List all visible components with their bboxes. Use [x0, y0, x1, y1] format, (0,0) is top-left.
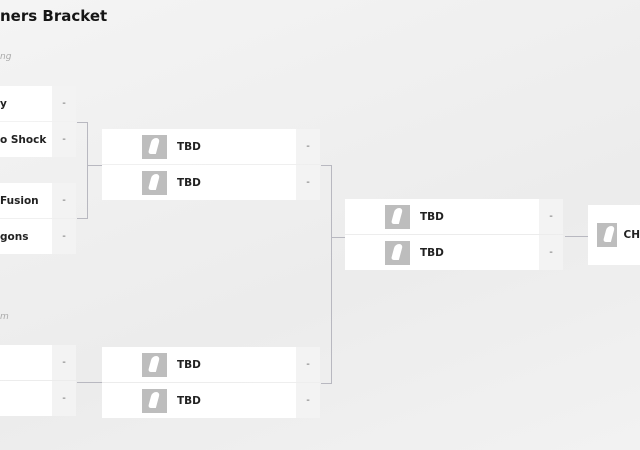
round-label: m: [0, 312, 9, 322]
score: -: [52, 122, 76, 157]
score: -: [539, 235, 563, 270]
team-logo-icon: [385, 204, 410, 229]
match-slot[interactable]: Fusion-: [0, 183, 76, 218]
round-label: ng: [0, 52, 12, 62]
champion-slot[interactable]: CH: [588, 205, 640, 265]
score: -: [296, 383, 320, 418]
match-slot[interactable]: TBD -: [102, 347, 320, 382]
team-name: o Shock: [0, 122, 52, 157]
connector: [332, 237, 345, 238]
team-logo-icon: [597, 223, 617, 247]
page-title: ners Bracket: [0, 7, 108, 25]
champion-label: CH: [623, 229, 640, 241]
team-name: gons: [0, 219, 52, 254]
match-slot[interactable]: -: [0, 381, 76, 416]
team-name: Fusion: [0, 183, 52, 218]
score: -: [539, 199, 563, 234]
team-name: [0, 381, 52, 416]
team-name: TBD: [177, 394, 201, 407]
score: -: [296, 165, 320, 200]
score: -: [52, 381, 76, 416]
team-logo-icon: [385, 240, 410, 265]
team-logo-icon: [142, 170, 167, 195]
connector: [321, 165, 332, 166]
score: -: [52, 345, 76, 380]
connector: [88, 165, 102, 166]
match-slot[interactable]: o Shock-: [0, 122, 76, 157]
connector: [77, 218, 88, 219]
connector: [331, 165, 332, 383]
team-name: y: [0, 86, 52, 121]
match-slot[interactable]: TBD -: [102, 129, 320, 164]
match-slot[interactable]: TBD -: [345, 199, 563, 234]
match-slot[interactable]: y-: [0, 86, 76, 121]
score: -: [52, 219, 76, 254]
connector: [565, 236, 588, 237]
score: -: [296, 347, 320, 382]
match-slot[interactable]: TBD -: [102, 165, 320, 200]
connector: [321, 383, 332, 384]
team-logo-icon: [142, 388, 167, 413]
connector: [77, 122, 88, 123]
match-slot[interactable]: gons-: [0, 219, 76, 254]
team-name: TBD: [420, 210, 444, 223]
score: -: [296, 129, 320, 164]
connector: [87, 122, 88, 219]
score: -: [52, 86, 76, 121]
match-slot[interactable]: TBD -: [345, 235, 563, 270]
match-slot[interactable]: TBD -: [102, 383, 320, 418]
match-slot[interactable]: -: [0, 345, 76, 380]
team-logo-icon: [142, 352, 167, 377]
team-name: TBD: [420, 246, 444, 259]
team-name: [0, 345, 52, 380]
team-name: TBD: [177, 176, 201, 189]
score: -: [52, 183, 76, 218]
team-name: TBD: [177, 140, 201, 153]
connector: [77, 382, 102, 383]
team-logo-icon: [142, 134, 167, 159]
team-name: TBD: [177, 358, 201, 371]
